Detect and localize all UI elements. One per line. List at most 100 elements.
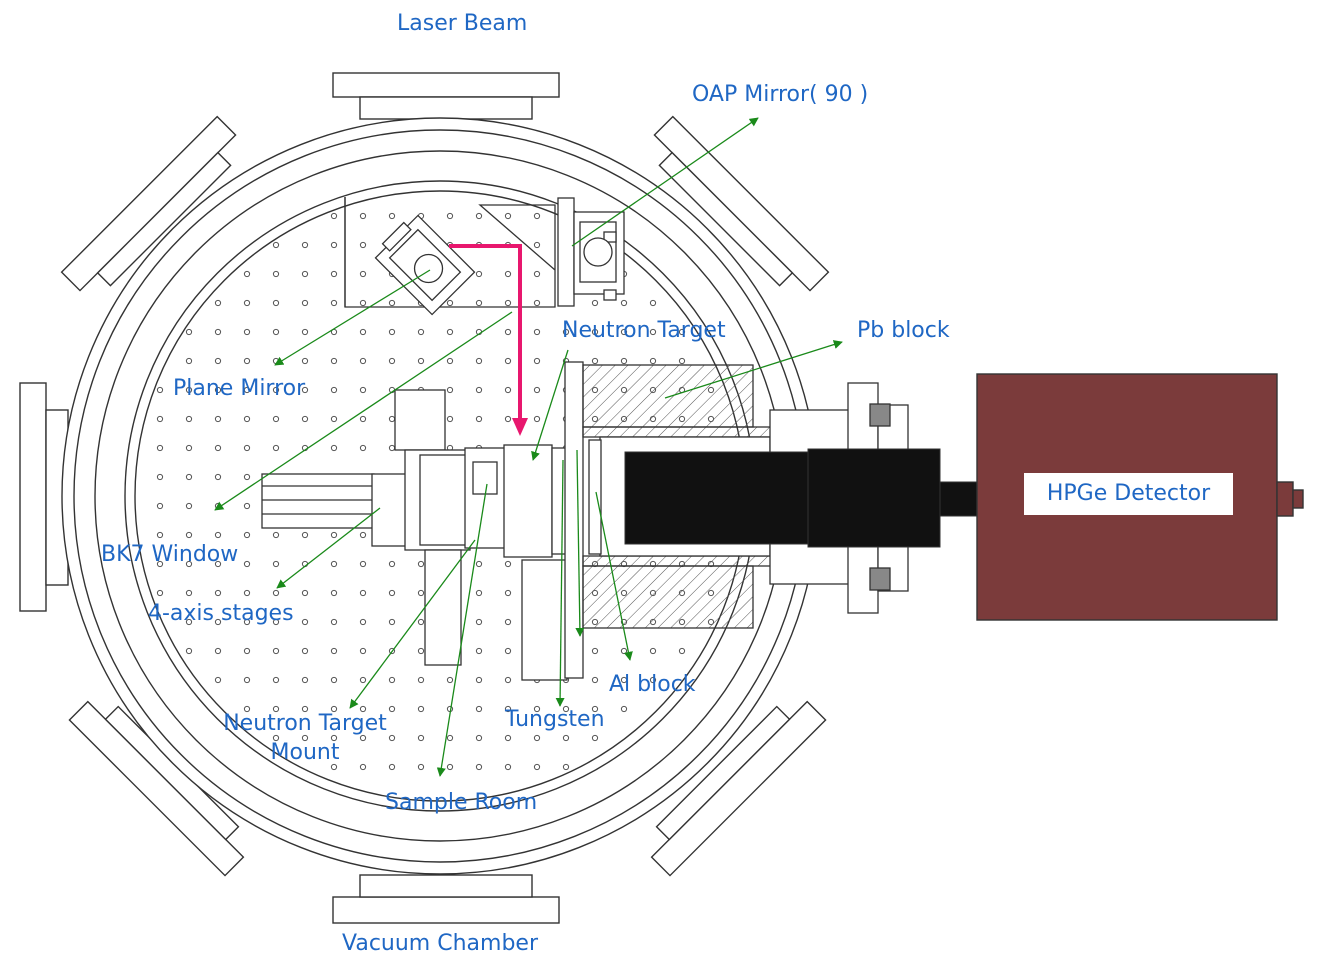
breadboard-hole [388,589,396,597]
breadboard-hole [359,241,367,249]
breadboard-hole [504,560,512,568]
plane-mirror-mount [374,214,476,316]
breadboard-hole [649,357,657,365]
breadboard-hole [359,444,367,452]
label-neutron-target: Neutron Target [562,318,726,343]
breadboard-hole [214,589,222,597]
breadboard-hole [475,212,483,220]
breadboard-hole [330,444,338,452]
breadboard-hole [504,763,512,771]
breadboard-hole [214,676,222,684]
breadboard-hole [359,212,367,220]
breadboard-hole [533,734,541,742]
laser-beam-path [449,244,522,422]
breadboard-hole [446,676,454,684]
breadboard-hole [475,589,483,597]
breadboard-hole [417,763,425,771]
breadboard-hole [359,705,367,713]
breadboard-hole [272,647,280,655]
breadboard-hole [591,734,599,742]
breadboard-hole [417,705,425,713]
breadboard-hole [272,270,280,278]
breadboard-hole [243,415,251,423]
breadboard-hole [272,734,280,742]
label-pb-block: Pb block [857,318,950,343]
breadboard-hole [533,212,541,220]
breadboard-hole [359,618,367,626]
breadboard-hole [417,357,425,365]
breadboard-hole [243,386,251,394]
breadboard-hole [214,647,222,655]
breadboard-hole [185,618,193,626]
breadboard-hole [301,357,309,365]
breadboard-hole [446,328,454,336]
breadboard-hole [243,299,251,307]
breadboard-hole [446,299,454,307]
label-four-axis-stages: 4-axis stages [148,601,294,626]
breadboard-hole [359,386,367,394]
breadboard-hole [359,270,367,278]
breadboard-hole [591,676,599,684]
top-port-neck [359,96,533,120]
breadboard-hole [359,676,367,684]
breadboard-hole [156,560,164,568]
breadboard-hole [504,270,512,278]
breadboard-hole [446,734,454,742]
breadboard-hole [185,473,193,481]
breadboard-hole [330,357,338,365]
breadboard-hole [678,647,686,655]
breadboard-hole [446,763,454,771]
breadboard-hole [620,328,628,336]
breadboard-hole [533,328,541,336]
breadboard-hole [359,328,367,336]
breadboard-hole [388,328,396,336]
breadboard-hole [243,705,251,713]
breadboard-hole [504,415,512,423]
oap-mirror-mount [557,197,625,307]
breadboard-hole [330,734,338,742]
breadboard-hole [185,531,193,539]
breadboard-hole [504,705,512,713]
breadboard-hole [591,647,599,655]
breadboard-hole [388,647,396,655]
label-tungsten: Tungsten [505,707,605,732]
top-port-flange [332,72,560,98]
breadboard-hole [620,357,628,365]
breadboard-hole [504,328,512,336]
breadboard-hole [330,241,338,249]
breadboard-hole [185,444,193,452]
breadboard-hole [185,328,193,336]
breadboard-hole [301,270,309,278]
breadboard-hole [533,270,541,278]
mirror-enclosure [344,197,556,308]
breadboard-hole [156,589,164,597]
breadboard-hole [678,357,686,365]
leader-bk7-window [214,311,513,511]
breadboard-hole [388,299,396,307]
breadboard-hole [446,357,454,365]
breadboard-hole [301,386,309,394]
breadboard-hole [475,415,483,423]
breadboard-hole [272,589,280,597]
breadboard-hole [533,415,541,423]
breadboard-hole [649,328,657,336]
breadboard-hole [301,647,309,655]
leader-four-axis-stages [276,507,381,589]
breadboard-hole [156,473,164,481]
breadboard-hole [591,299,599,307]
breadboard-hole [591,328,599,336]
breadboard-hole [243,473,251,481]
leader-sample-room [436,483,488,777]
breadboard-hole [301,734,309,742]
breadboard-hole [533,299,541,307]
breadboard-hole [388,212,396,220]
breadboard-hole [678,328,686,336]
breadboard-hole [475,618,483,626]
breadboard-hole [649,676,657,684]
breadboard-hole [504,386,512,394]
breadboard-hole [272,618,280,626]
breadboard-hole [417,589,425,597]
breadboard-hole [301,676,309,684]
breadboard-hole [243,560,251,568]
breadboard-hole [591,357,599,365]
